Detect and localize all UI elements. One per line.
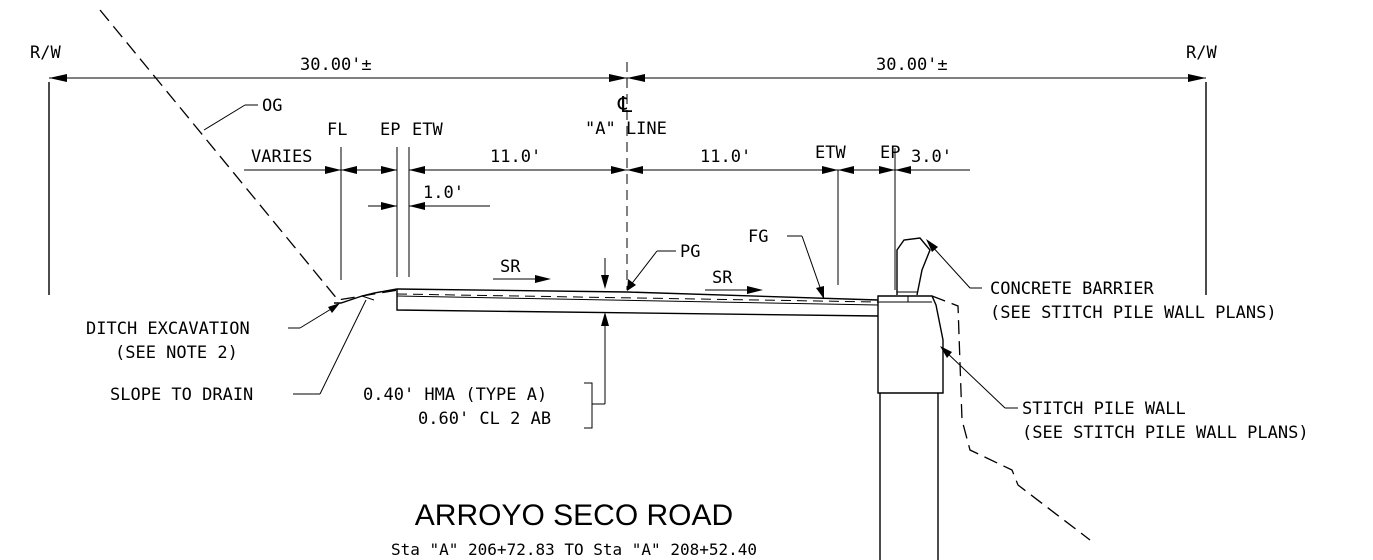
centerline-symbol: ℄	[617, 93, 633, 118]
pavement-hma-bottom	[396, 295, 879, 306]
concrete-barrier-label: CONCRETE BARRIER	[990, 279, 1155, 299]
a-line-label: "A" LINE	[585, 119, 667, 139]
fg-label: FG	[748, 227, 768, 247]
callout-bracket	[584, 382, 593, 429]
original-ground-right	[931, 295, 1091, 541]
slope-arrow-left	[493, 275, 551, 283]
slope-arrow-right	[705, 286, 763, 294]
fl-label: FL	[327, 120, 347, 140]
etw-left-label: ETW	[412, 120, 443, 140]
concrete-barrier	[896, 237, 931, 296]
original-ground-left	[99, 9, 399, 301]
fg-leader	[787, 235, 824, 299]
og-label: OG	[262, 96, 282, 116]
shoulder-right-width: 3.0'	[911, 147, 952, 167]
stitch-pile-wall-leader	[940, 346, 1018, 409]
hma-callout: 0.40' HMA (TYPE A)	[363, 385, 547, 405]
etw-right-label: ETW	[815, 143, 846, 163]
ditch-excavation-leader	[288, 303, 340, 329]
varies-label: VARIES	[251, 147, 312, 167]
stitch-pile-wall-label: STITCH PILE WALL	[1022, 399, 1186, 419]
ep-right-label: EP	[880, 143, 900, 163]
drawing-title: ARROYO SECO ROAD	[415, 499, 733, 532]
rw-left-label: R/W	[30, 43, 61, 63]
secondary-dimension-line	[244, 166, 970, 174]
sr-left-label: SR	[500, 257, 521, 277]
shoulder-left-width: 1.0'	[423, 183, 464, 203]
dimension-right-label: 30.00'±	[876, 55, 948, 75]
pavement-base-bottom	[396, 289, 879, 317]
pavement-top-surface	[396, 288, 879, 301]
ab-callout: 0.60' CL 2 AB	[418, 409, 551, 429]
sr-right-label: SR	[712, 268, 733, 288]
pg-leader	[627, 250, 676, 291]
finished-grade-line	[396, 293, 879, 303]
pg-label: PG	[680, 242, 700, 262]
section-thickness-arrows	[601, 258, 609, 400]
ep-left-label: EP	[380, 120, 400, 140]
lane-left-width: 11.0'	[490, 147, 541, 167]
dimension-left-label: 30.00'±	[300, 55, 372, 75]
rw-right-label: R/W	[1186, 43, 1217, 63]
concrete-barrier-note: (SEE STITCH PILE WALL PLANS)	[990, 303, 1277, 323]
stitch-pile-wall-note: (SEE STITCH PILE WALL PLANS)	[1022, 423, 1309, 443]
ditch-excavation-note: (SEE NOTE 2)	[115, 343, 238, 363]
ditch-excavation-label: DITCH EXCAVATION	[86, 319, 250, 339]
og-leader	[203, 104, 246, 131]
station-range: Sta "A" 206+72.83 TO Sta "A" 208+52.40	[391, 540, 757, 559]
slope-to-drain-label: SLOPE TO DRAIN	[110, 385, 253, 405]
stitch-pile-wall-cap	[877, 295, 944, 394]
concrete-barrier-leader	[926, 239, 982, 289]
lane-right-width: 11.0'	[700, 147, 751, 167]
slope-to-drain-leader	[293, 299, 367, 395]
shoulder-left-dimension	[368, 202, 490, 210]
